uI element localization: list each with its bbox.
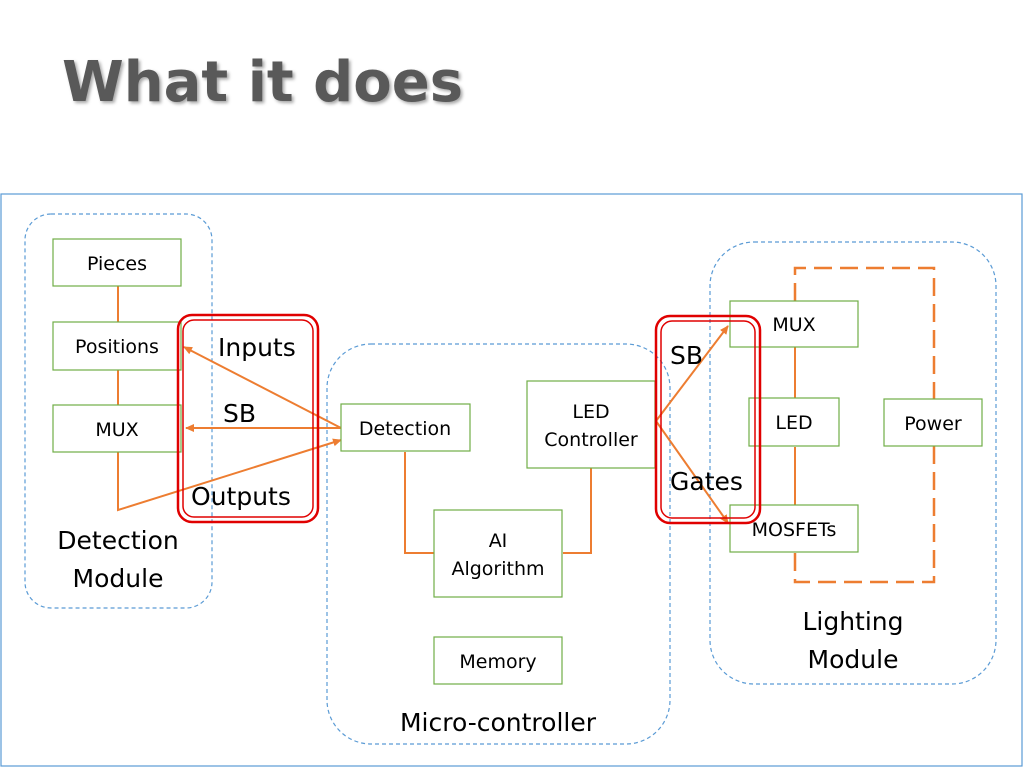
lighting-dashed-circuit xyxy=(793,266,936,584)
box-led: LED xyxy=(748,397,840,447)
connector-outputs xyxy=(117,438,342,512)
detection-module-label-line2: Module xyxy=(73,564,164,593)
connector-sb-right xyxy=(655,325,729,422)
box-pieces-label: Pieces xyxy=(87,253,147,275)
box-power: Power xyxy=(883,398,983,447)
box-mux-right-label: MUX xyxy=(772,314,815,336)
box-led-controller-line2: Controller xyxy=(544,429,638,451)
box-led-controller: LED Controller xyxy=(526,380,656,469)
detection-module-group xyxy=(24,213,213,609)
connector-gates xyxy=(655,420,729,524)
signal-inputs-label: Inputs xyxy=(218,333,296,362)
micro-controller-group xyxy=(326,343,671,745)
box-pieces: Pieces xyxy=(52,238,182,287)
signal-sb-right-label: SB xyxy=(670,341,703,370)
lighting-module-group xyxy=(709,241,997,685)
micro-controller-label: Micro-controller xyxy=(400,708,597,737)
box-positions: Positions xyxy=(52,321,182,371)
box-memory: Memory xyxy=(433,636,563,685)
box-mosfets: MOSFETs xyxy=(729,504,859,553)
box-detection-label: Detection xyxy=(359,418,451,440)
connectors xyxy=(117,286,729,554)
connector-ai-led-controller xyxy=(563,468,592,554)
signal-sb-left-label: SB xyxy=(223,399,256,428)
connector-inputs xyxy=(183,346,342,429)
lighting-module-label-line2: Module xyxy=(808,645,899,674)
box-mux-right: MUX xyxy=(729,300,859,348)
diagram-frame xyxy=(0,193,1023,767)
box-led-controller-line1: LED xyxy=(572,401,609,423)
signal-outputs-label: Outputs xyxy=(191,482,291,511)
highlight-left xyxy=(176,313,320,524)
box-detection: Detection xyxy=(340,403,471,452)
box-mux-left-label: MUX xyxy=(95,419,138,441)
box-led-label: LED xyxy=(775,412,812,434)
box-mux-left: MUX xyxy=(52,404,182,453)
slide-title: What it does xyxy=(62,50,464,115)
detection-module-label-line1: Detection xyxy=(57,526,178,555)
signal-gates-label: Gates xyxy=(670,467,743,496)
lighting-module-label-line1: Lighting xyxy=(802,607,903,636)
box-ai-algorithm: AI Algorithm xyxy=(433,509,563,598)
connector-detection-ai xyxy=(404,452,434,554)
box-positions-label: Positions xyxy=(75,336,159,358)
highlight-right xyxy=(654,314,762,525)
box-memory-label: Memory xyxy=(459,651,536,673)
box-power-label: Power xyxy=(904,413,962,435)
box-mosfets-label: MOSFETs xyxy=(752,519,837,541)
box-ai-algorithm-line1: AI xyxy=(489,530,508,552)
box-ai-algorithm-line2: Algorithm xyxy=(451,558,544,580)
